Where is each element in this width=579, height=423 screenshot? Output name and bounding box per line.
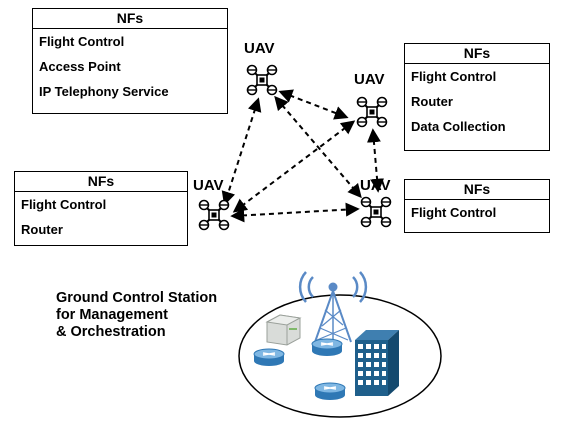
ground-station-line-1: Ground Control Station (56, 290, 218, 306)
nf-box-title: NFs (405, 44, 549, 64)
server-icon (265, 314, 302, 346)
link-uav2-uav4 (366, 128, 385, 193)
drone-icon (360, 196, 392, 228)
nf-item: Data Collection (411, 119, 506, 134)
building-icon (355, 330, 399, 396)
nf-item: Flight Control (411, 69, 497, 84)
link-uav2-uav3 (232, 120, 356, 213)
uav-label-2: UAV (354, 71, 385, 88)
nf-item: Flight Control (39, 34, 125, 49)
nf-item: Flight Control (411, 205, 497, 220)
drone-icon (246, 64, 278, 96)
ground-station-line-3: & Orchestration (56, 324, 166, 340)
antenna-tower-icon (298, 271, 368, 343)
router-icon (311, 338, 343, 356)
nf-item: Access Point (39, 59, 121, 74)
ground-station-line-2: for Management (56, 307, 168, 323)
nf-item: Router (21, 222, 63, 237)
router-icon (314, 382, 346, 400)
link-uav3-uav4 (230, 202, 360, 223)
nf-box-title: NFs (15, 172, 187, 192)
router-icon (253, 348, 285, 366)
nf-box-title: NFs (33, 9, 227, 29)
nf-box-uav-1: NFs Flight Control Access Point IP Telep… (32, 8, 228, 114)
ground-station-label: Ground Control Station for Management & … (56, 290, 286, 341)
link-uav1-uav3 (221, 97, 262, 206)
nf-box-uav-3: NFs Flight Control Router (14, 171, 188, 246)
drone-icon (198, 199, 230, 231)
uav-label-3: UAV (193, 177, 224, 194)
drone-icon (356, 96, 388, 128)
links (221, 89, 385, 223)
nf-box-uav-4: NFs Flight Control (404, 179, 550, 233)
link-uav1-uav4 (274, 95, 362, 199)
link-uav1-uav2 (278, 89, 349, 120)
nf-item: IP Telephony Service (39, 84, 169, 99)
nf-item: Router (411, 94, 453, 109)
nf-box-title: NFs (405, 180, 549, 200)
uav-label-1: UAV (244, 40, 275, 57)
nf-item: Flight Control (21, 197, 107, 212)
nf-box-uav-2: NFs Flight Control Router Data Collectio… (404, 43, 550, 151)
